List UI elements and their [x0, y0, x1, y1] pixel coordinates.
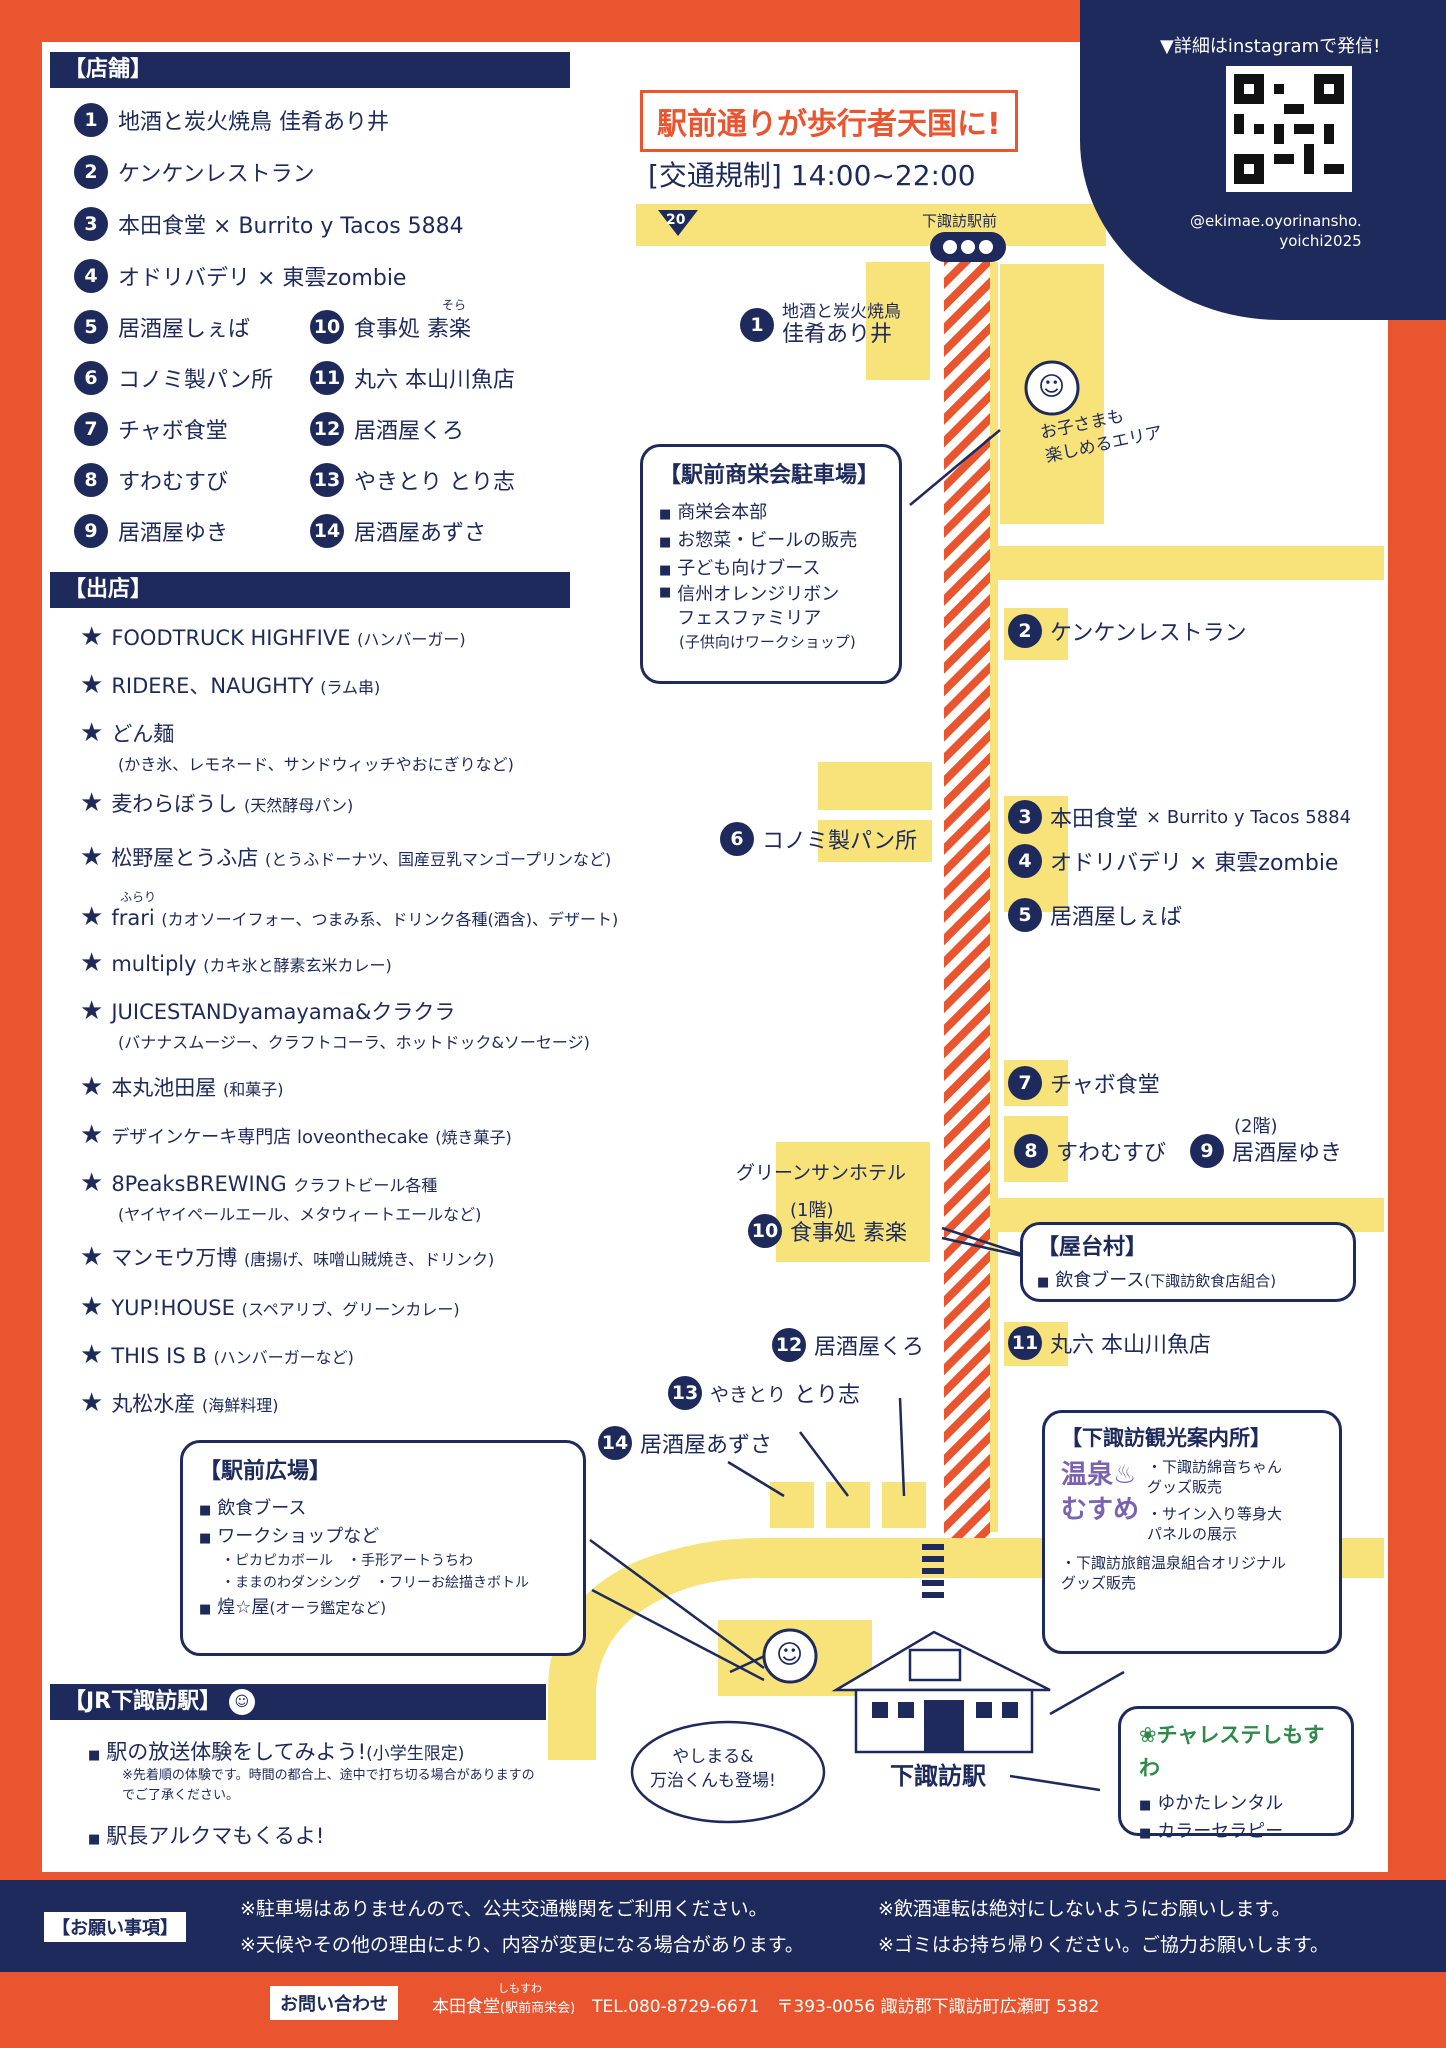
notice-r1: ※飲酒運転は絶対にしないようにお願いします。	[878, 1898, 1291, 1920]
notice-bar: 【お願い事項】 ※駐車場はありませんので、公共交通機関をご利用ください。 ※天候…	[0, 1880, 1446, 1972]
smile-icon: ☺	[228, 1689, 255, 1715]
event-title-banner: 駅前通りが歩行者天国に!	[640, 90, 1018, 152]
chara-bubble: やしまる& 万治くんも登場!	[650, 1747, 776, 1791]
vendor-item: ★松野屋とうふ店 (とうふドーナツ、国産豆乳マンゴープリンなど)	[80, 842, 612, 872]
vendor-item: ★丸松水産 (海鮮料理)	[80, 1388, 279, 1418]
frari-ruby: ふらり	[120, 890, 157, 904]
route-20: 20	[666, 212, 686, 228]
vendor-item: ★FOODTRUCK HIGHFIVE (ハンバーガー)	[80, 622, 466, 652]
parking-box: 【駅前商栄会駐車場】 ■商栄会本部 ■お惣菜・ビールの販売 ■子ども向けブース …	[640, 444, 902, 684]
contact-info: 本田食堂(駅前商栄会) TEL.080-8729-6671 〒393-0056 …	[432, 1997, 1100, 2017]
vendor-item: ★デザインケーキ専門店 loveonthecake (焼き菓子)	[80, 1120, 512, 1150]
qr-code[interactable]	[1226, 66, 1352, 192]
contact-label: お問い合わせ	[270, 1986, 398, 2020]
sora-ruby: そら	[442, 298, 467, 312]
vendor-item: ★麦わらぼうし (天然酵母パン)	[80, 788, 354, 818]
stores-header: 【店舗】	[50, 52, 570, 88]
plaza-box: 【駅前広場】 ■飲食ブース ■ワークショップなど ・ピカピカボール ・手形アート…	[180, 1440, 586, 1656]
yatai-box: 【屋台村】 ■飲食ブース(下諏訪飲食店組合)	[1020, 1222, 1356, 1302]
instagram-handle[interactable]: @ekimae.oyorinansho. yoichi2025	[1190, 212, 1362, 250]
vendor-item: ★本丸池田屋 (和菓子)	[80, 1072, 284, 1102]
store-10-floor: (1階)	[790, 1200, 834, 1221]
vendor-item: ★どん麺(かき氷、レモネード、サンドウィッチやおにぎりなど)	[80, 718, 514, 774]
traffic-regulation: [交通規制] 14:00~22:00	[648, 159, 976, 192]
station-item-1: ■駅の放送体験をしてみよう!(小学生限定)	[88, 1740, 465, 1764]
vendor-item: ★マンモウ万博 (唐揚げ、味噌山賊焼き、ドリンク)	[80, 1242, 495, 1272]
hotel-label: グリーンサンホテル	[736, 1162, 907, 1184]
station-front-label: 下諏訪駅前	[922, 212, 998, 230]
tourist-box: 【下諏訪観光案内所】 温泉♨むすめ ・下諏訪綿音ちゃん グッズ販売・サイン入り等…	[1042, 1410, 1342, 1654]
charaste-box: ❀チャレステしもすわ ■ゆかたレンタル ■カラーセラピー	[1118, 1706, 1354, 1842]
notice-r2: ※ゴミはお持ち帰りください。ご協力お願いします。	[878, 1934, 1330, 1956]
station-item-2: ■駅長アルクマもくるよ!	[88, 1824, 325, 1848]
instagram-note: ▼詳細はinstagramで発信!	[1160, 36, 1381, 57]
station-label: 下諏訪駅	[890, 1762, 986, 1790]
onsen-musume-logo: 温泉♨むすめ	[1061, 1460, 1140, 1526]
vendor-item: ★8PeaksBREWING クラフトビール各種(ヤイヤイペールエール、メタウィ…	[80, 1168, 482, 1224]
notice-label: 【お願い事項】	[44, 1912, 186, 1942]
vendor-item: ★JUICESTANDyamayama&クラクラ(バナナスムージー、クラフトコー…	[80, 996, 590, 1052]
vendors-header: 【出店】	[50, 572, 570, 608]
qr-icon	[1234, 74, 1344, 184]
vendor-item: ★frari (カオソーイフォー、つまみ系、ドリンク各種(酒含)、デザート)	[80, 902, 619, 932]
station-item-1-note: ※先着順の体験です。時間の都合上、途中で打ち切る場合がありますのでご了承ください…	[122, 1768, 535, 1803]
vendor-item: ★THIS IS B (ハンバーガーなど)	[80, 1340, 354, 1370]
store-9-floor: (2階)	[1234, 1116, 1278, 1137]
kids-smile-icon: ☺	[1038, 372, 1066, 402]
vendor-item: ★YUP!HOUSE (スペアリブ、グリーンカレー)	[80, 1292, 460, 1322]
notice-l1: ※駐車場はありませんので、公共交通機関をご利用ください。	[240, 1898, 768, 1920]
plaza-smile-icon: ☺	[776, 1640, 804, 1670]
contact-ruby: しもすわ	[498, 1982, 542, 1995]
notice-l2: ※天候やその他の理由により、内容が変更になる場合があります。	[240, 1934, 804, 1956]
vendor-item: ★RIDERE、NAUGHTY (ラム串)	[80, 670, 381, 700]
vendor-item: ★multiply (カキ氷と酵素玄米カレー)	[80, 948, 392, 978]
station-header: 【JR下諏訪駅】 ☺	[50, 1684, 546, 1720]
